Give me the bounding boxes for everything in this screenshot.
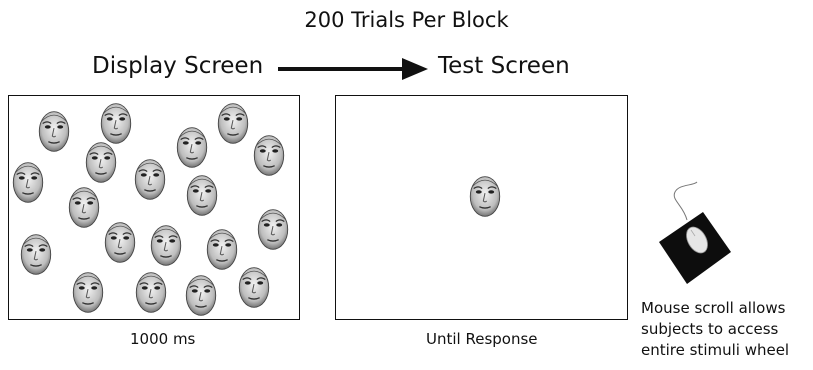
face-stimulus: [184, 274, 218, 321]
mouse-caption-line: Mouse scroll allows: [641, 299, 786, 317]
mouse-caption: Mouse scroll allows subjects to access e…: [641, 298, 813, 361]
face-stimulus: [205, 228, 239, 275]
face-stimulus: [149, 224, 183, 271]
mouse-caption-line: entire stimuli wheel: [641, 341, 790, 359]
diagram-title: 200 Trials Per Block: [304, 8, 509, 32]
face-stimulus: [256, 208, 290, 255]
display-screen-label: Display Screen: [92, 53, 264, 79]
face-stimulus: [19, 233, 53, 280]
test-face-stimulus: [468, 175, 502, 222]
face-stimulus: [67, 186, 101, 233]
face-stimulus: [185, 174, 219, 221]
right-arrow-icon: [278, 58, 428, 80]
face-stimulus: [237, 266, 271, 313]
test-screen: [335, 95, 628, 320]
face-stimulus: [71, 271, 105, 318]
face-stimulus: [99, 102, 133, 149]
face-stimulus: [252, 134, 286, 181]
face-stimulus: [133, 158, 167, 205]
face-stimulus: [11, 161, 45, 208]
face-stimulus: [216, 102, 250, 149]
test-screen-caption: Until Response: [426, 330, 538, 348]
face-stimulus: [103, 221, 137, 268]
face-stimulus: [84, 141, 118, 188]
face-stimulus: [134, 271, 168, 318]
test-screen-label: Test Screen: [438, 53, 570, 79]
face-stimulus: [175, 126, 209, 173]
face-stimulus: [37, 110, 71, 157]
mouse-caption-line: subjects to access: [641, 320, 779, 338]
display-duration-caption: 1000 ms: [130, 330, 196, 348]
display-screen: [8, 95, 300, 320]
mouse-on-pad-icon: [659, 181, 731, 284]
